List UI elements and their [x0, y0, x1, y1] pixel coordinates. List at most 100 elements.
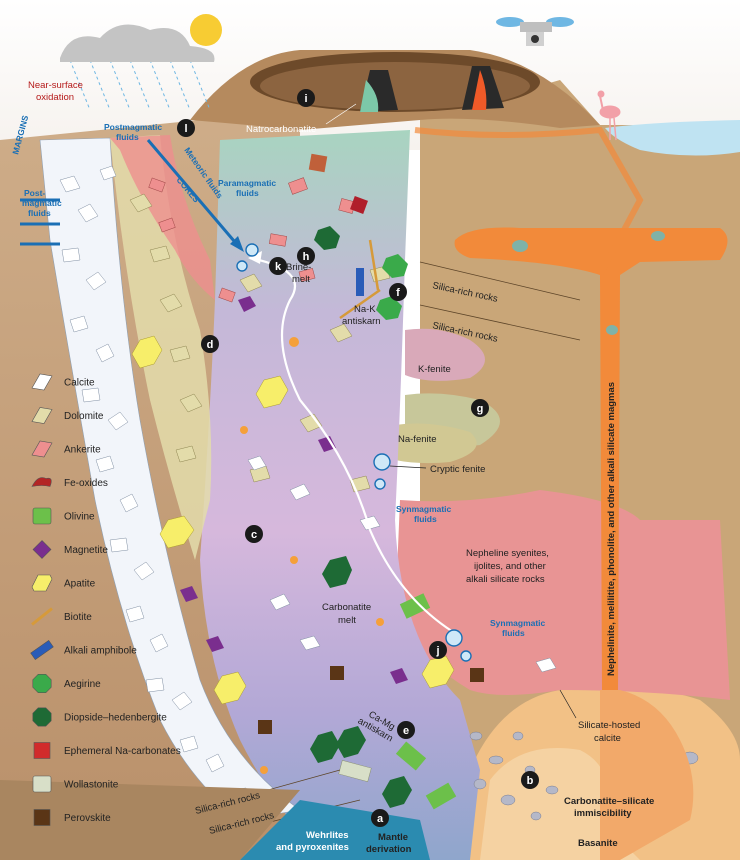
silica-rich-lines-right: [419, 261, 581, 341]
legend-label-magnetite: Magnetite: [64, 545, 108, 556]
marker-k: k: [275, 261, 282, 273]
marker-e: e: [403, 725, 409, 737]
postmagmatic-fluids-top-2: fluids: [116, 132, 139, 142]
legend-label-ephemeral-na-carbonates: Ephemeral Na-carbonates: [64, 746, 181, 757]
dyke-xenolith-1: [512, 240, 528, 252]
marker-j: j: [435, 645, 439, 657]
cryptic-fenite-label: Cryptic fenite: [430, 464, 485, 475]
legend-swatch-dolomite: [31, 407, 53, 424]
near-surface-oxidation-label-2: oxidation: [36, 92, 74, 103]
legend-label-olivine: Olivine: [64, 512, 95, 523]
silicate-hosted-calcite-1: Silicate-hosted: [578, 720, 640, 731]
immiscibility-2: immiscibility: [574, 808, 632, 819]
basanite-label: Basanite: [578, 838, 618, 849]
brine-melt-1: Brine-: [286, 262, 311, 273]
dyke-xenolith-3: [651, 231, 665, 241]
calcite-crystals: [59, 165, 249, 803]
marker-c: c: [251, 529, 257, 541]
meteoric-arrowhead: [230, 236, 244, 252]
legend-swatch-wollastonite: [32, 775, 52, 793]
dyke-xenolith-2: [606, 325, 618, 335]
lake: [605, 120, 740, 156]
marker-l: l: [184, 123, 187, 135]
brine-melt-2: melt: [292, 274, 310, 285]
mantle-derivation-2: derivation: [366, 844, 412, 855]
post-magmatic-fluids-left-2: magmatic: [22, 198, 62, 208]
synmagmatic-fluids-1a: Synmagmatic: [396, 504, 452, 514]
mantle-derivation-1: Mantle: [378, 832, 408, 843]
wehrlites-2: and pyroxenites: [276, 842, 349, 853]
marker-d: d: [207, 339, 214, 351]
legend-swatch-alkali-amphibole: [30, 639, 54, 661]
legend-swatch-aegirine: [32, 673, 52, 694]
nephelinite-dyke-label: Nephelinite, melilitite, phonolite, and …: [606, 382, 617, 676]
marker-i: i: [304, 93, 307, 105]
legend-label-ankerite: Ankerite: [64, 445, 101, 456]
ankerite-crystals: [148, 177, 356, 303]
carbonatite-melt-1: Carbonatite: [322, 602, 371, 613]
na-k-antiskarn-2: antiskarn: [342, 316, 381, 327]
cryptic-fenite-leader: [389, 465, 427, 469]
legend-label-aegirine: Aegirine: [64, 679, 101, 690]
ankerite-band: [110, 135, 215, 300]
legend-label-dolomite: Dolomite: [64, 411, 104, 422]
marker-a: a: [377, 813, 384, 825]
post-magmatic-fluids-left-3: fluids: [28, 208, 51, 218]
legend-label-perovskite: Perovskite: [64, 813, 111, 824]
fluid-arrows: [20, 139, 242, 249]
drone-icon: [496, 17, 574, 46]
nepheline-rocks-zone: [395, 490, 730, 700]
nepheline-rocks-2: ijolites, and other: [474, 561, 546, 572]
post-magmatic-fluids-left-1: Post-: [24, 188, 45, 198]
legend-label-wollastonite: Wollastonite: [64, 780, 119, 791]
legend-swatch-ankerite: [31, 440, 53, 458]
near-surface-oxidation-label-1: Near-surface: [28, 80, 83, 91]
carbonatite-melt-2: melt: [338, 615, 356, 626]
legend-swatch-apatite: [31, 574, 53, 592]
paramagmatic-fluids-1: Paramagmatic: [218, 178, 276, 188]
legend-label-alkali-amphibole: Alkali amphibole: [64, 646, 137, 657]
vent-minerals: [131, 153, 557, 810]
bottom-left-slab: [0, 780, 300, 860]
legend-label-fe-oxides: Fe-oxides: [64, 478, 108, 489]
synmagmatic-fluids-1b: fluids: [414, 514, 437, 524]
legend-swatch-olivine: [32, 507, 52, 525]
legend-swatch-perovskite: [33, 809, 51, 826]
k-fenite-zone: [405, 328, 485, 381]
legend-swatch-magnetite: [32, 540, 52, 559]
synmagmatic-fluids-2b: fluids: [502, 628, 525, 638]
marker-b: b: [527, 775, 534, 787]
legend-label-calcite: Calcite: [64, 378, 95, 389]
letter-markers: a b c d e f g h i j k l: [177, 89, 539, 827]
fluid-pathway-arrowhead: [248, 251, 262, 264]
marker-h: h: [303, 251, 310, 263]
silicate-hosted-calcite-leader: [559, 689, 577, 719]
fluid-pathway: [249, 256, 459, 636]
flamingo-icon: [597, 90, 621, 141]
legend-label-biotite: Biotite: [64, 612, 92, 623]
silicate-lava-vent: [462, 66, 504, 110]
natrocarbonatite-vent: [360, 70, 398, 112]
svg-text:Brine-melt: Brine-melt: [286, 262, 311, 285]
legend-swatch-ephemeral-na-carbonates: [33, 742, 51, 759]
immiscibility-1: Carbonatite–silicate: [564, 796, 654, 807]
legend: CalciteDolomiteAnkeriteFe-oxidesOlivineM…: [30, 373, 181, 826]
postmagmatic-fluids-top-1: Postmagmatic: [104, 122, 162, 132]
k-fenite-label: K-fenite: [418, 364, 451, 375]
carbonatite-vent: [200, 130, 480, 860]
legend-label-apatite: Apatite: [64, 579, 96, 590]
paramagmatic-fluids-2: fluids: [236, 188, 259, 198]
natrocarbonatite-leader: [325, 103, 357, 125]
legend-swatch-biotite: [31, 607, 53, 626]
